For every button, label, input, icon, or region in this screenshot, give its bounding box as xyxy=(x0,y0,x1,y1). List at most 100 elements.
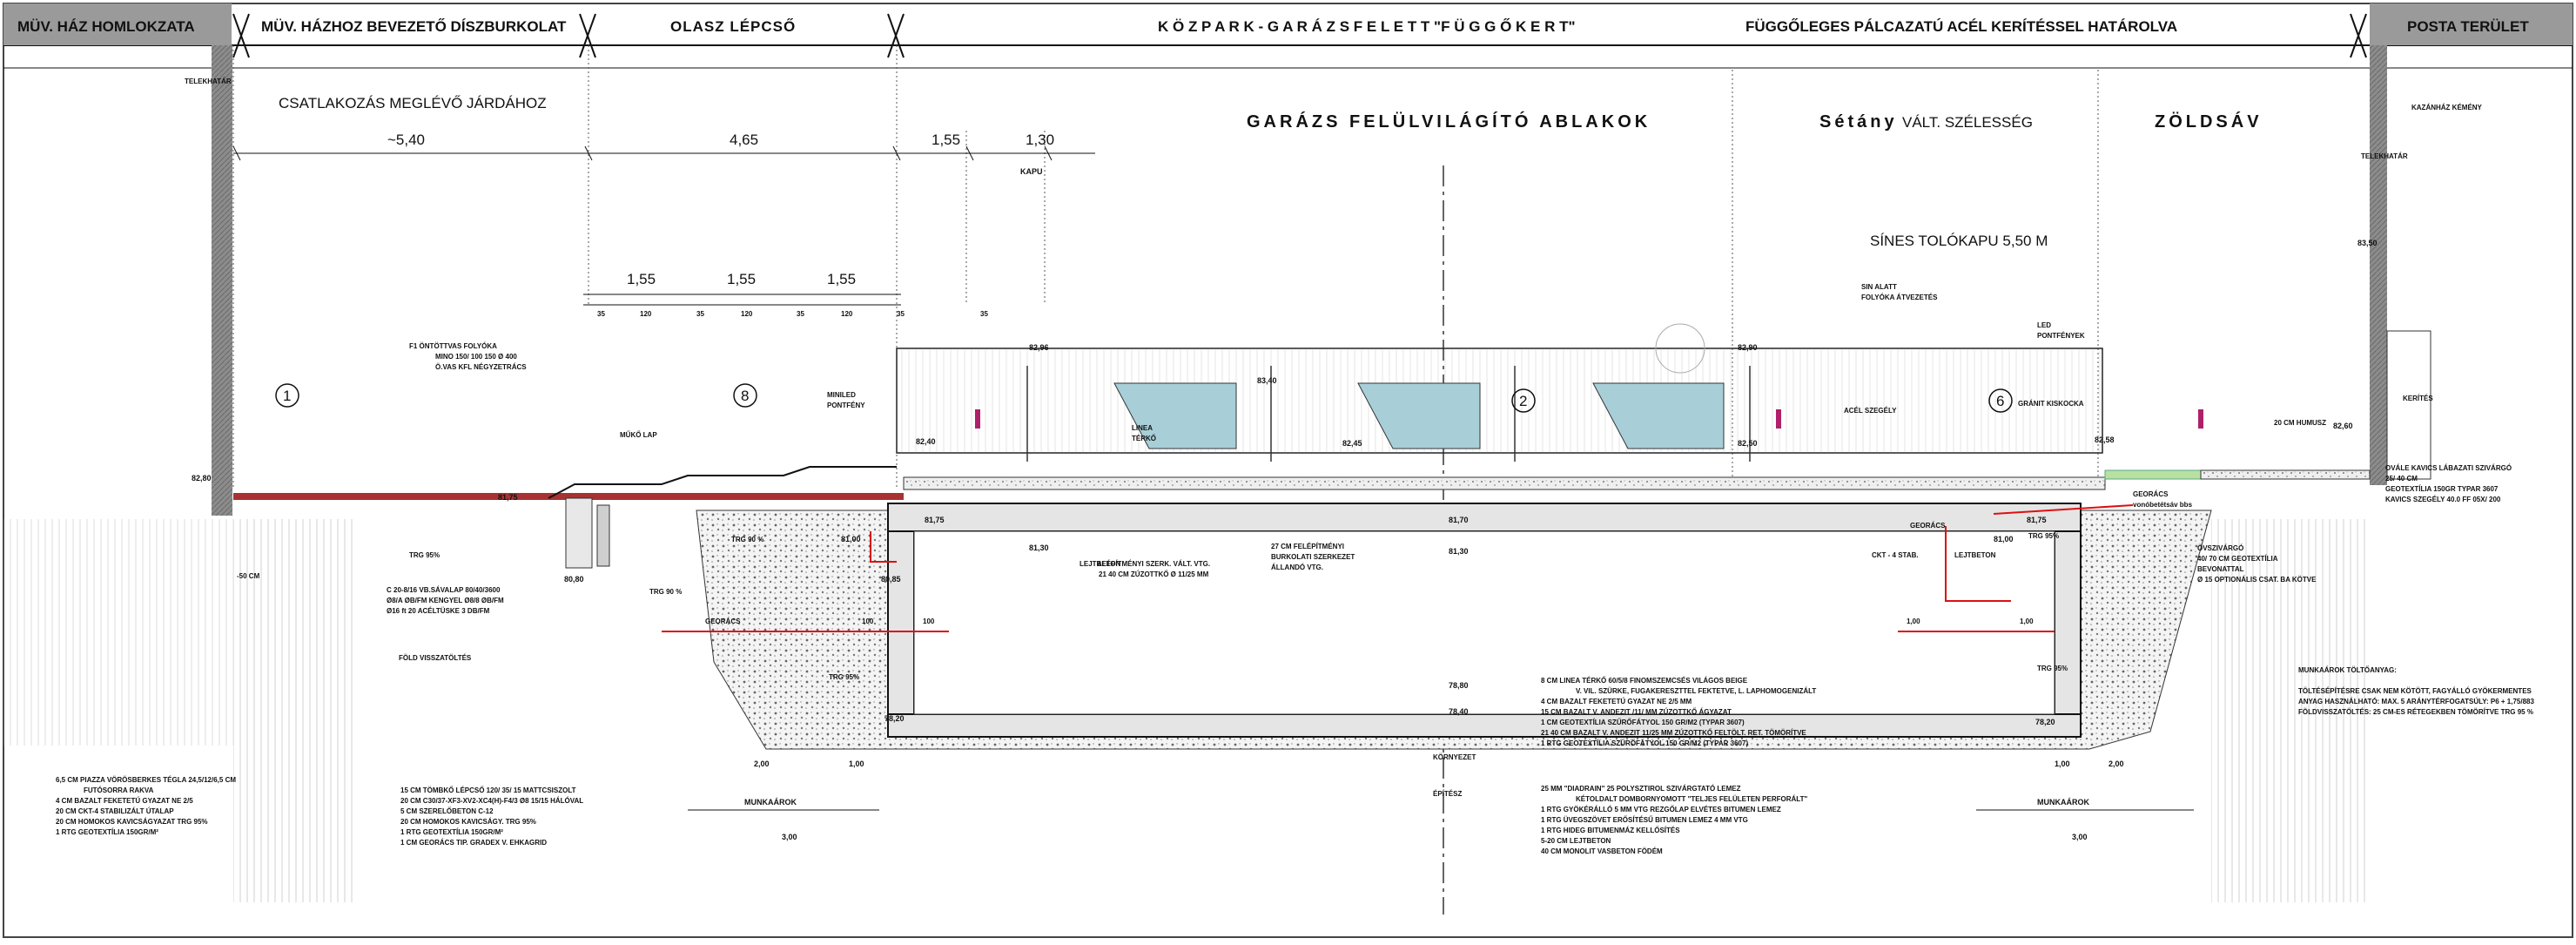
dim-s1: 1,55 xyxy=(627,271,656,287)
svg-text:1 CM GEOTEXTÍLIA SZŰRŐFÁTYO: 1 CM GEOTEXTÍLIA SZŰRŐFÁTYOL 150 GR/M2 (… xyxy=(1541,719,1745,726)
zone-skylights: GARÁZS FELÜLVILÁGÍTÓ ABLAKOK xyxy=(1247,111,1651,132)
svg-text:TÉRKŐ: TÉRKŐ xyxy=(1132,435,1156,442)
svg-text:25/ 40 CM: 25/ 40 CM xyxy=(2385,475,2418,483)
svg-text:KERÍTÉS: KERÍTÉS xyxy=(2403,395,2433,402)
svg-text:MUNKAÁROK: MUNKAÁROK xyxy=(744,798,797,807)
svg-text:TELEKHATÁR: TELEKHATÁR xyxy=(2361,152,2408,160)
svg-text:25 MM "DIADRAIN" 25 POLYSZTI: 25 MM "DIADRAIN" 25 POLYSZTIROL SZIVÁRGT… xyxy=(1541,785,1741,793)
svg-text:GEORÁCS: GEORÁCS xyxy=(705,618,741,625)
earth-hatch-right xyxy=(2211,519,2368,902)
svg-text:100: 100 xyxy=(862,618,874,625)
paving-brick xyxy=(233,493,904,500)
svg-text:TÖLTÉSÉPÍTÉSRE CSAK NEM KÖTÖTT: TÖLTÉSÉPÍTÉSRE CSAK NEM KÖTÖTT, FAGYÁLLÓ… xyxy=(2298,687,2532,695)
svg-text:35: 35 xyxy=(980,310,988,318)
marker-1: 1 xyxy=(283,388,291,404)
garage-roof-slab xyxy=(887,503,2082,532)
svg-text:20 CM HOMOKOS KAVICSÁGY. TRG: 20 CM HOMOKOS KAVICSÁGY. TRG 95% xyxy=(400,818,536,826)
layers-mid: 15 CM TÖMBKŐ LÉPCSŐ 120/ 35/ 15 MATTCSIS… xyxy=(400,786,583,847)
skylight-frames xyxy=(1026,366,1751,462)
svg-text:20 CM C30/37-XF3-XV2-XC4(H)-: 20 CM C30/37-XF3-XV2-XC4(H)-F4/3 Ø8 15/1… xyxy=(400,797,583,805)
facade-wall-right xyxy=(2370,45,2387,485)
svg-text:TRG 95%: TRG 95% xyxy=(2028,532,2059,540)
svg-text:27 CM FELÉPÍTMÉNYI: 27 CM FELÉPÍTMÉNYI xyxy=(1271,543,1344,550)
svg-text:PONTFÉNY: PONTFÉNY xyxy=(827,402,865,409)
svg-text:FOLYÓKA ÁTVEZETÉS: FOLYÓKA ÁTVEZETÉS xyxy=(1861,294,1938,301)
svg-text:BEVONATTAL: BEVONATTAL xyxy=(2197,565,2244,573)
svg-text:8 CM LINEA TÉRKŐ 60/5/8 FIN: 8 CM LINEA TÉRKŐ 60/5/8 FINOMSZEMCSÉS VI… xyxy=(1541,677,1748,685)
svg-text:ÖVSZIVÁRGÓ: ÖVSZIVÁRGÓ xyxy=(2197,544,2243,552)
garage-wall-right xyxy=(2054,530,2082,715)
marker-2: 2 xyxy=(1519,393,1527,409)
svg-text:21 40 CM ZÚZOTTKŐ Ø 11/25 MM: 21 40 CM ZÚZOTTKŐ Ø 11/25 MM xyxy=(1099,570,1209,578)
dim-ticks-top xyxy=(232,145,1053,161)
svg-text:81,75: 81,75 xyxy=(2027,516,2047,524)
svg-text:Ø8/A ØB/FM KENGYEL Ø8/8: Ø8/A ØB/FM KENGYEL Ø8/8 ØB/FM xyxy=(387,597,504,604)
level-labels: 82,80 81,75 82,40 82,96 83,40 82,45 82,9… xyxy=(192,239,2378,726)
svg-text:81,30: 81,30 xyxy=(1449,547,1469,556)
header-dividers xyxy=(232,13,2367,58)
svg-text:KAVICS SZEGÉLY 40.0 FF 05X/ 20: KAVICS SZEGÉLY 40.0 FF 05X/ 200 xyxy=(2385,496,2501,503)
svg-text:78,20: 78,20 xyxy=(884,714,905,723)
svg-text:vonóbetétsáv bbs: vonóbetétsáv bbs xyxy=(2133,501,2193,509)
stair-profile xyxy=(548,466,897,499)
section-markers xyxy=(275,383,2013,413)
svg-text:GEOTEXTÍLIA 150GR TYPAR 3607: GEOTEXTÍLIA 150GR TYPAR 3607 xyxy=(2385,485,2499,493)
annotations: TELEKHATÁR TELEKHATÁR KAZÁNHÁZ KÉMÉNY KE… xyxy=(185,78,2512,798)
svg-text:MŰKŐ LAP: MŰKŐ LAP xyxy=(620,431,657,439)
stair-foundation xyxy=(565,497,593,569)
svg-text:1 RTG GEOTEXTÍLIA 150GR/M²: 1 RTG GEOTEXTÍLIA 150GR/M² xyxy=(400,828,503,836)
zone-gate: KAPU xyxy=(1020,167,1043,176)
svg-text:81,00: 81,00 xyxy=(1994,535,2014,543)
fence-bars xyxy=(897,348,2102,453)
svg-text:GEORÁCS: GEORÁCS xyxy=(2133,490,2169,498)
svg-text:F1 ÖNTÖTTVAS FOLYÓKA: F1 ÖNTÖTTVAS FOLYÓKA xyxy=(409,342,497,350)
svg-text:81,00: 81,00 xyxy=(841,535,861,543)
svg-text:78,40: 78,40 xyxy=(1449,707,1469,716)
svg-text:82,90: 82,90 xyxy=(1738,343,1758,352)
svg-text:ALÉPÍTMÉNYI SZERK. VÁLT. VTG.: ALÉPÍTMÉNYI SZERK. VÁLT. VTG. xyxy=(1097,560,1210,568)
earth-hatch-left xyxy=(233,519,355,902)
svg-text:15 CM TÖMBKŐ LÉPCSŐ 120/ 35/: 15 CM TÖMBKŐ LÉPCSŐ 120/ 35/ 15 MATTCSIS… xyxy=(400,786,576,794)
svg-text:KÉTOLDALT DOMBORNYOMOTT "TELJ: KÉTOLDALT DOMBORNYOMOTT "TELJES FELÜLETE… xyxy=(1576,795,1807,803)
header-park-suffix: FÜGGŐLEGES PÁLCAZATÚ ACÉL KERÍTÉSSEL HAT… xyxy=(1745,18,2177,35)
frame xyxy=(3,3,2573,938)
svg-text:TRG 90 %: TRG 90 % xyxy=(731,536,763,543)
marker-8: 8 xyxy=(741,388,749,404)
svg-text:82,40: 82,40 xyxy=(916,437,936,446)
svg-text:Ø 15 OPTIONÁLIS CSAT. BA KÖTVE: Ø 15 OPTIONÁLIS CSAT. BA KÖTVE xyxy=(2197,576,2317,584)
svg-text:35: 35 xyxy=(597,310,605,318)
svg-text:2,00: 2,00 xyxy=(754,759,770,768)
svg-text:81,75: 81,75 xyxy=(925,516,945,524)
svg-text:20 CM HUMUSZ: 20 CM HUMUSZ xyxy=(2274,419,2326,427)
garage-floor-slab xyxy=(887,713,2082,738)
svg-text:V. VIL. SZÜRKE, FUGAKERESZTTEL: V. VIL. SZÜRKE, FUGAKERESZTTEL FEKTETVE,… xyxy=(1576,687,1816,695)
svg-text:1,00: 1,00 xyxy=(2055,759,2070,768)
svg-text:5 CM SZERELŐBETON C-12: 5 CM SZERELŐBETON C-12 xyxy=(400,807,494,815)
red-profile-left xyxy=(870,531,897,563)
svg-text:2,00: 2,00 xyxy=(2109,759,2124,768)
svg-text:20 CM CKT-4 STABILIZÁLT ÚTAL: 20 CM CKT-4 STABILIZÁLT ÚTALAP xyxy=(56,807,174,815)
zone-sliding-gate: SÍNES TOLÓKAPU 5,50 M xyxy=(1870,233,2048,249)
svg-text:LED: LED xyxy=(2037,321,2051,329)
header-left: MÜV. HÁZ HOMLOKZATA xyxy=(17,18,195,35)
svg-text:82,60: 82,60 xyxy=(2333,422,2353,430)
svg-text:15 CM BAZALT V. ANDEZIT /11: 15 CM BAZALT V. ANDEZIT /11/ MM ZÚZOTTKŐ… xyxy=(1541,708,1732,716)
facade-wall-left xyxy=(212,45,232,516)
svg-text:1,00: 1,00 xyxy=(2020,618,2034,625)
granite-strip xyxy=(2200,469,2371,480)
svg-text:FÖLDVISSZATÖLTÉS: 25 CM-ES RÉT: FÖLDVISSZATÖLTÉS: 25 CM-ES RÉTEGEKBEN TÖ… xyxy=(2298,708,2533,716)
zone-green: ZÖLDSÁV xyxy=(2155,111,2263,132)
svg-text:MINILED: MINILED xyxy=(827,391,856,399)
svg-text:LEJTBETON: LEJTBETON xyxy=(1079,560,1121,568)
svg-text:FUTÓSORRA RAKVA: FUTÓSORRA RAKVA xyxy=(84,786,154,794)
garage-void xyxy=(913,530,2055,715)
svg-text:Ö.VAS KFL NÉGYZETRÁCS: Ö.VAS KFL NÉGYZETRÁCS xyxy=(435,363,527,371)
dim-s3: 1,55 xyxy=(827,271,856,287)
svg-text:78,80: 78,80 xyxy=(1449,681,1469,690)
svg-text:120: 120 xyxy=(741,310,753,318)
svg-text:C 20-8/16 VB.SÁVALAP 80/40: C 20-8/16 VB.SÁVALAP 80/40/3600 xyxy=(387,586,501,594)
zone-walkway: Sétány xyxy=(1819,112,1898,132)
svg-text:82,45: 82,45 xyxy=(1342,439,1362,448)
georacs-arrows xyxy=(662,504,2134,632)
svg-text:PONTFÉNYEK: PONTFÉNYEK xyxy=(2037,332,2085,340)
